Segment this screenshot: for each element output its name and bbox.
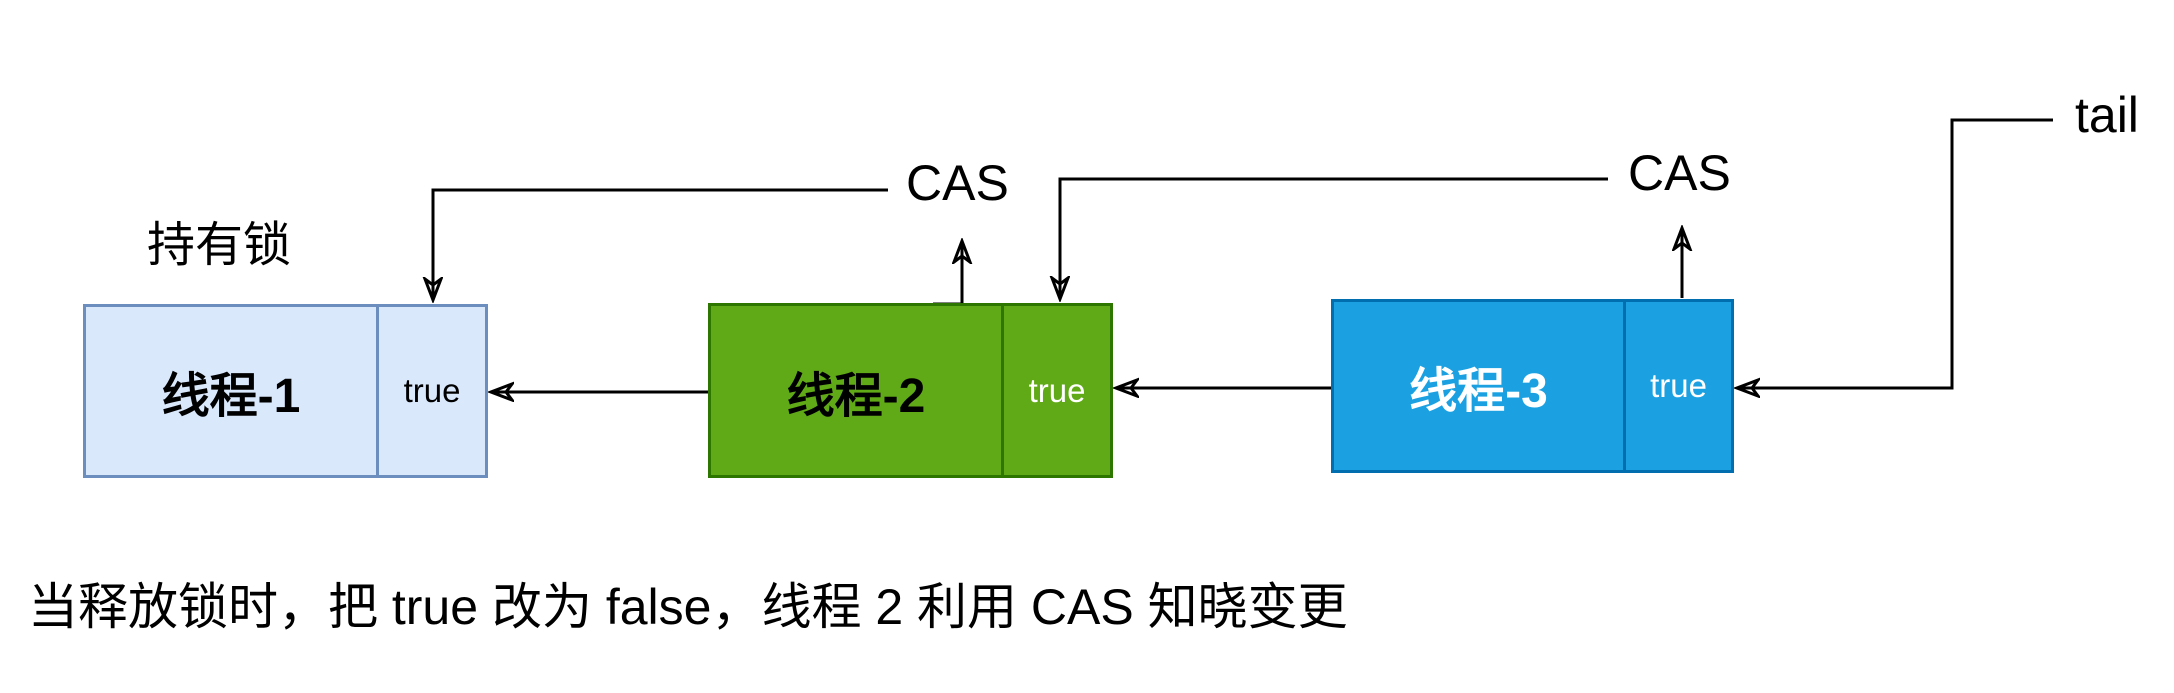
thread-1-flag-cell: true [403, 372, 461, 409]
thread-2-name-cell: 线程-2 [711, 306, 1004, 475]
thread-node-1: 线程-1 true [83, 304, 488, 478]
cas-left-label: CAS [906, 155, 1009, 211]
connector-cas-right-to-node2-flag [1060, 177, 1608, 299]
connector-cas-left-to-node1-flag [433, 188, 888, 300]
thread-2-flag-cell: true [1028, 371, 1086, 409]
thread-1-name-cell: 线程-1 [86, 307, 379, 475]
connector-tail-to-node3-flag [1737, 118, 2053, 388]
thread-3-flag-cell: true [1650, 367, 1707, 404]
tail-label: tail [2075, 87, 2139, 143]
lock-holder-label: 持有锁 [147, 219, 292, 272]
thread-node-2: 线程-2 true [708, 303, 1113, 478]
connector-node2-to-cas-left [933, 241, 962, 306]
caption-text: 当释放锁时，把 true 改为 false，线程 2 利用 CAS 知晓变更 [28, 579, 1348, 635]
cas-right-label: CAS [1628, 145, 1731, 201]
thread-3-name-cell: 线程-3 [1334, 302, 1626, 470]
thread-node-3: 线程-3 true [1331, 299, 1734, 473]
